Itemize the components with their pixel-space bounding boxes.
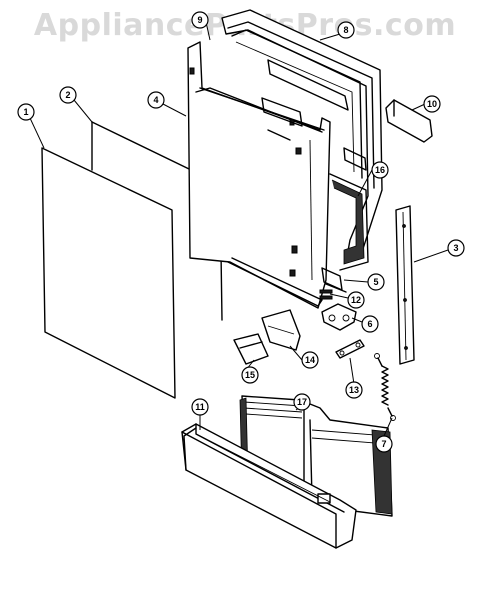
svg-text:2: 2 (65, 90, 70, 100)
part-3-side-channel (395, 205, 415, 365)
svg-text:15: 15 (245, 370, 255, 380)
callout-6: 6 (361, 315, 379, 333)
callout-16: 16 (371, 161, 389, 179)
part-7-spring (374, 353, 396, 421)
callout-8: 8 (337, 21, 355, 39)
svg-text:12: 12 (351, 295, 361, 305)
callout-4: 4 (147, 91, 165, 109)
part-14-bracket (261, 309, 301, 351)
callout-9: 9 (191, 11, 209, 29)
callout-2: 2 (59, 86, 77, 104)
svg-text:5: 5 (373, 277, 378, 287)
svg-text:3: 3 (453, 243, 458, 253)
part-16-seal (329, 173, 369, 271)
part-15-clip (233, 333, 269, 365)
svg-text:1: 1 (23, 107, 28, 117)
svg-text:11: 11 (195, 402, 205, 412)
callout-3: 3 (447, 239, 465, 257)
callout-13: 13 (345, 381, 363, 399)
part-9-door-frame (221, 9, 383, 263)
callout-12: 12 (347, 291, 365, 309)
callout-11: 11 (191, 398, 209, 416)
callout-5: 5 (367, 273, 385, 291)
callout-7: 7 (375, 435, 393, 453)
svg-text:14: 14 (305, 355, 315, 365)
part-5-bracket (321, 267, 347, 293)
part-6-hinge (321, 303, 357, 331)
svg-text:8: 8 (343, 25, 348, 35)
svg-text:6: 6 (367, 319, 372, 329)
part-1-outer-panel (41, 147, 176, 399)
svg-text:9: 9 (197, 15, 202, 25)
svg-text:17: 17 (297, 397, 307, 407)
svg-text:16: 16 (375, 165, 385, 175)
svg-text:7: 7 (381, 439, 386, 449)
callout-10: 10 (423, 95, 441, 113)
svg-text:13: 13 (349, 385, 359, 395)
svg-text:10: 10 (427, 99, 437, 109)
callout-15: 15 (241, 366, 259, 384)
part-12-clip (319, 289, 333, 300)
callout-14: 14 (301, 351, 319, 369)
svg-text:4: 4 (153, 95, 158, 105)
part-11-bottom-trim (181, 423, 357, 549)
part-4-inner-liner (187, 41, 331, 309)
part-13-link (335, 339, 365, 359)
part-10-top-strip (385, 99, 433, 143)
callout-17: 17 (293, 393, 311, 411)
callout-1: 1 (17, 103, 35, 121)
